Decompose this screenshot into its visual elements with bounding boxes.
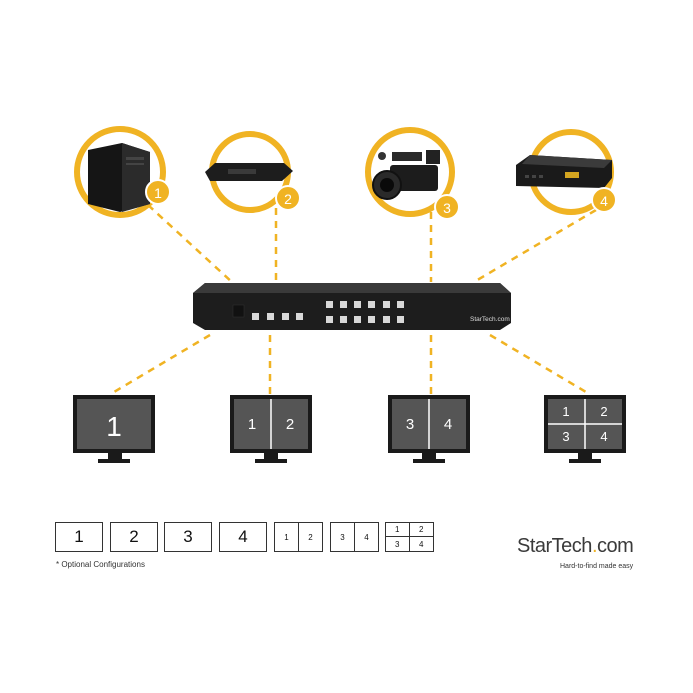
config-label: 3 [183,527,193,546]
display-2-cell-2: 2 [286,416,294,433]
source-4-set-top-box: 4 [516,129,617,215]
config-label: 4 [354,523,378,551]
connection-lines [113,204,597,394]
display-4-cell-1: 1 [562,404,569,419]
display-3: 3 4 [388,395,470,463]
config-label: 1 [386,523,410,537]
config-single-1: 1 [55,522,103,552]
monitor-icon [230,395,312,463]
source-3-badge: 3 [443,200,451,216]
source-3-video-camera: 3 [365,127,460,220]
config-dual-3-4: 3 4 [330,522,379,552]
logo-name: StarTech [517,535,592,557]
startech-logo: StarTech.com [517,535,634,558]
monitor-icon [544,395,626,463]
config-label: 4 [238,527,248,546]
config-label: 3 [386,537,410,551]
display-2: 1 2 [230,395,312,463]
source-2-badge: 2 [284,191,292,207]
set-top-box-icon [516,155,612,188]
source-4-badge: 4 [600,193,608,209]
logo-suffix: com [597,535,634,557]
config-quad: 1 2 3 4 [385,522,434,552]
pc-tower-icon [88,143,150,212]
config-label: 4 [419,539,424,549]
source-1-pc-tower: 1 [74,126,171,218]
config-single-2: 2 [110,522,158,552]
display-1: 1 [73,395,155,463]
monitor-icon [73,395,155,463]
monitor-icon [388,395,470,463]
config-dual-1-2: 1 2 [274,522,323,552]
blu-ray-player-icon [205,163,293,181]
logo-dot: . [591,535,598,557]
logo-tagline: Hard-to-find made easy [560,563,634,570]
config-label: 2 [298,523,322,551]
display-2-cell-1: 1 [248,416,256,433]
config-label: 3 [340,532,345,542]
config-label: 2 [409,523,433,537]
display-3-cell-1: 3 [406,416,414,433]
source-1-badge: 1 [154,185,162,201]
footnote: * Optional Configurations [56,560,145,569]
display-4-cell-2: 2 [600,404,607,419]
display-3-cell-2: 4 [444,416,452,433]
video-switcher-icon [193,283,511,330]
display-4-cell-3: 3 [562,429,569,444]
display-4: 1 2 3 4 [544,395,626,463]
display-1-cell-1: 1 [106,411,122,442]
config-label: 2 [129,527,139,546]
switcher-brand: StarTech.com [470,316,510,323]
video-camera-icon [372,150,440,200]
config-single-4: 4 [219,522,267,552]
source-2-blu-ray-player: 2 [205,131,301,213]
config-label: 1 [284,532,289,542]
config-label: 1 [74,527,84,546]
config-single-3: 3 [164,522,212,552]
video-switcher: StarTech.com [193,283,511,330]
display-4-cell-4: 4 [600,429,607,444]
